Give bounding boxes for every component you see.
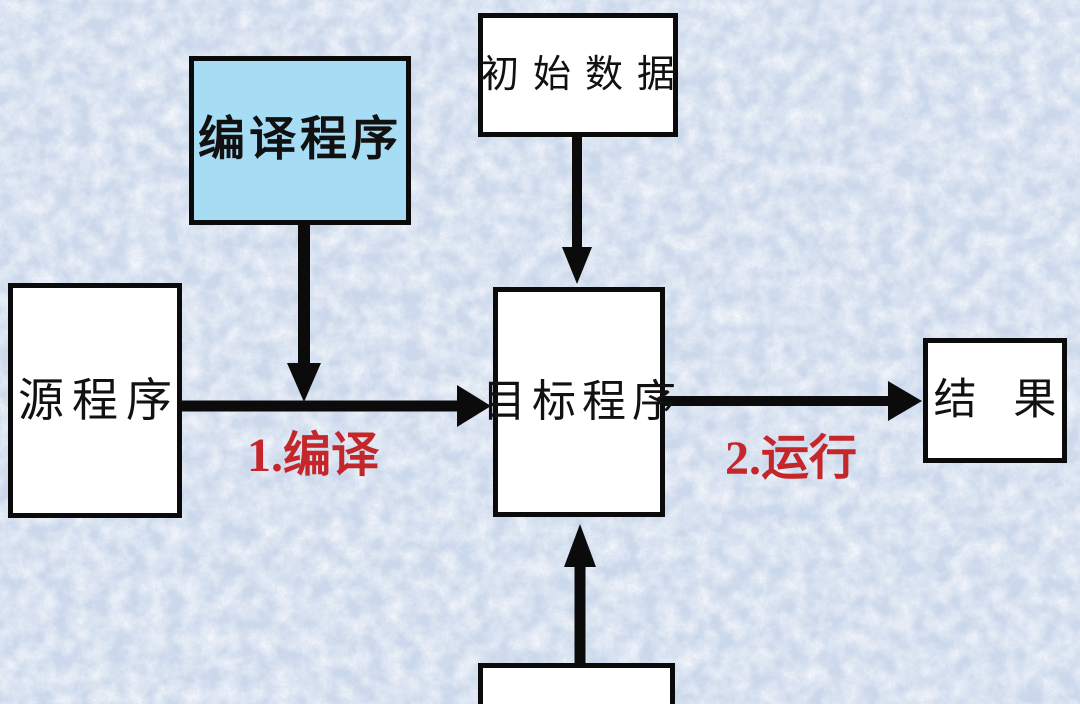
node-initial-data: 初始数据 bbox=[478, 13, 678, 137]
node-result-label: 结 果 bbox=[933, 377, 1057, 424]
node-target-program-label: 目标程序 bbox=[482, 377, 682, 426]
node-target-program: 目标程序 bbox=[482, 287, 676, 517]
node-source-program: 源程序 bbox=[8, 283, 182, 518]
node-initial-data-label: 初始数据 bbox=[481, 54, 690, 96]
node-result: 结 果 bbox=[923, 338, 1067, 463]
node-source-program-label: 源程序 bbox=[18, 374, 180, 426]
arrow-source-to-target bbox=[182, 385, 491, 427]
arrow-initial-data-down bbox=[562, 137, 592, 284]
node-compiler-label: 编译程序 bbox=[198, 114, 402, 166]
arrow-compiler-down bbox=[287, 225, 321, 402]
arrow-target-to-result bbox=[665, 381, 922, 421]
node-compiler: 编译程序 bbox=[189, 56, 411, 225]
edge-label-compile: 1.编译 bbox=[247, 429, 380, 482]
node-bottom-partial bbox=[478, 663, 675, 704]
arrow-bottom-up bbox=[564, 524, 596, 663]
edge-label-run: 2.运行 bbox=[725, 432, 858, 485]
